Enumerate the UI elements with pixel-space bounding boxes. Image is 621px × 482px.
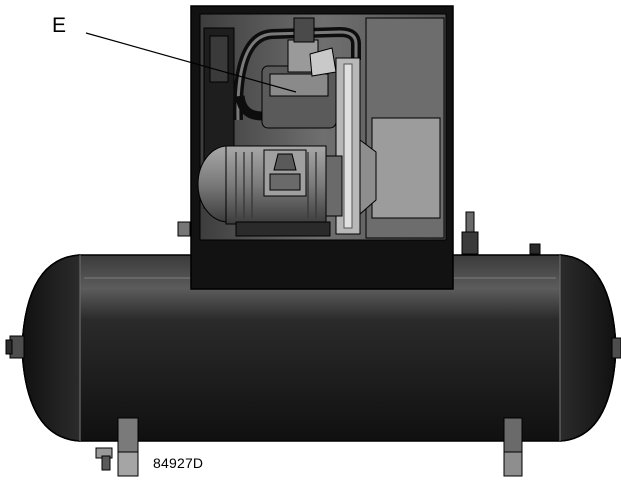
tank-foot-left <box>117 417 139 477</box>
callout-label-e: E <box>52 14 67 37</box>
figure-reference-code: 84927D <box>153 455 204 471</box>
safety-valve <box>461 211 541 255</box>
electric-motor <box>197 145 343 237</box>
right-outlet-fitting <box>611 337 621 359</box>
compressor-element <box>261 17 337 129</box>
left-outlet-fitting <box>5 335 25 359</box>
callout-e-leader-line <box>85 32 297 93</box>
left-tank-fitting <box>177 221 191 237</box>
drain-valve <box>95 447 113 471</box>
air-receiver-tank <box>21 254 617 442</box>
tank-foot-right <box>503 417 523 477</box>
